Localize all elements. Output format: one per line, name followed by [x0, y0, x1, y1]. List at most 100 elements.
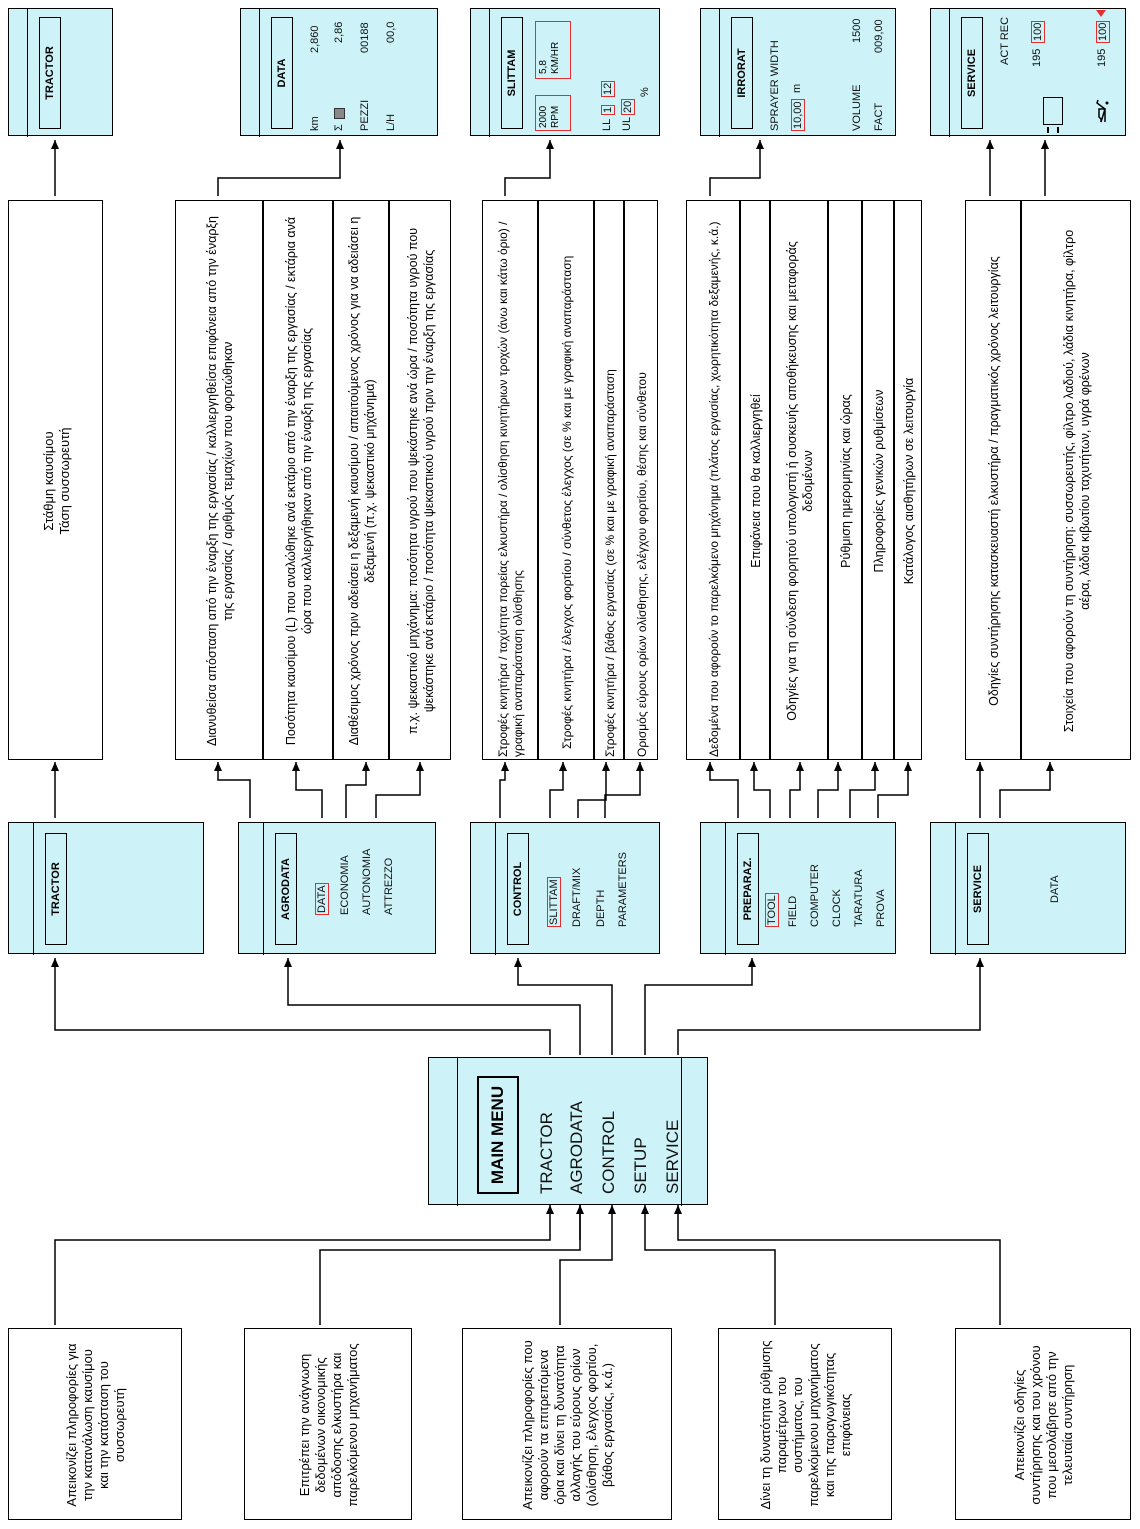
ul-label: UL: [621, 116, 633, 131]
ll-high-value[interactable]: 12: [601, 80, 615, 97]
menu-item-clock[interactable]: CLOCK: [831, 889, 843, 927]
agrodata-info-fuel: Ποσότητα καυσίμου (L) που αναλώθηκε ανά …: [263, 200, 333, 760]
alert-triangle-icon: [1096, 10, 1106, 17]
speed-readout: 5,8 KM/HR: [535, 21, 571, 79]
tractor-screen-title: TRACTOR: [39, 17, 61, 129]
main-menu-item-agrodata[interactable]: AGRODATA: [567, 1101, 586, 1194]
preparaz-submenu-title: PREPARAZ.: [737, 833, 759, 945]
data-row-sigma-label: Σ: [333, 124, 345, 131]
menu-item-draft-mix[interactable]: DRAFT/MIX: [571, 867, 583, 927]
main-menu-screen[interactable]: MAIN MENU TRACTOR AGRODATA CONTROL SETUP…: [428, 1057, 708, 1206]
description-control: Απεικονίζει πληροφορίες που αφορούν τα ε…: [462, 1328, 672, 1520]
area-square-icon: [334, 108, 345, 119]
data-screen: DATA km 2,860 Σ 2,86 PEZZI 00188 L/H 00,…: [240, 8, 438, 137]
tractor-submenu-title: TRACTOR: [45, 833, 67, 945]
menu-item-depth[interactable]: DEPTH: [595, 889, 607, 927]
preparaz-submenu[interactable]: PREPARAZ. TOOL FIELD COMPUTER CLOCK TARA…: [700, 822, 896, 955]
menu-item-tool[interactable]: TOOL: [765, 893, 779, 927]
fact-value: 009,00: [873, 19, 885, 53]
description-setup: Δίνει τη δυνατότητα ρύθμισης παραμέτρων …: [718, 1328, 892, 1520]
slittam-screen-title: SLITTAM: [501, 17, 523, 129]
data-row-pezzi-value: 00188: [359, 22, 371, 53]
sprayer-width-unit: m: [791, 83, 803, 93]
setup-info-computer: Οδηγίες για τη σύνδεση φορητού υπολογιστ…: [770, 200, 828, 760]
service-screen-title: SERVICE: [961, 17, 983, 129]
battery-terminal-minus-icon: [1047, 127, 1049, 133]
setup-info-field: Επιφάνεια που θα καλλιεργηθεί: [740, 200, 770, 760]
data-row-lh-label: L/H: [385, 113, 397, 131]
menu-item-autonomia[interactable]: AUTONOMIA: [361, 848, 373, 915]
menu-item-field[interactable]: FIELD: [787, 895, 799, 927]
agrodata-info-distance: Διανυθείσα απόσταση από την έναρξη της ε…: [175, 200, 263, 760]
control-info-draft: Στροφές κινητήρα / έλεγχος φορτίου / σύν…: [538, 200, 594, 760]
volume-value: 1500: [851, 18, 863, 43]
data-row-lh-value: 00,0: [385, 21, 397, 43]
rpm-readout: 2000 RPM: [535, 95, 571, 131]
setup-info-prova: Κατάλογος αισθητήρων σε λειτουργία: [894, 200, 922, 760]
agrodata-submenu[interactable]: AGRODATA DATA ECONOMIA AUTONOMIA ATTREZZ…: [238, 822, 436, 955]
service-info-manufacturer: Οδηγίες συντήρησης κατασκευαστή ελκυστήρ…: [965, 200, 1021, 760]
service-screen: SERVICE ACT REC 195 100 195 100: [930, 8, 1126, 137]
setup-info-tool: Δεδομένα που αφορούν το παρελκόμενο μηχά…: [686, 200, 740, 760]
act-rec-label: ACT REC: [999, 16, 1011, 65]
agrodata-info-tool: π.χ. ψεκαστικό μηχάνημα: ποσότητα υγρού …: [389, 200, 451, 760]
main-menu-item-tractor[interactable]: TRACTOR: [537, 1112, 556, 1194]
setup-info-clock: Ρύθμιση ημερομηνίας και ώρας: [828, 200, 862, 760]
description-agrodata: Επιτρέπει την ανάγνωση δεδομένων οικονομ…: [244, 1328, 412, 1520]
menu-item-parameters[interactable]: PARAMETERS: [617, 852, 629, 927]
battery-terminal-plus-icon: [1057, 127, 1059, 133]
description-service: Απεικονίζει οδηγίες συντήρησης και του χ…: [955, 1328, 1131, 1520]
ul-value[interactable]: 20: [621, 98, 635, 115]
tractor-screen: TRACTOR: [8, 8, 113, 137]
sprayer-width-value[interactable]: 10,00: [791, 99, 805, 131]
tractor-info-text: Στάθμη καυσίμου Τάση συσσωρευτή: [40, 427, 72, 535]
data-row-pezzi-label: PEZZI: [359, 99, 371, 131]
ll-label: LL: [601, 118, 613, 131]
control-submenu[interactable]: CONTROL SLITTAM DRAFT/MIX DEPTH PARAMETE…: [470, 822, 660, 955]
connector-lines: [51, 140, 1054, 1325]
menu-item-service-data[interactable]: DATA: [1049, 875, 1061, 903]
data-row-km-label: km: [309, 116, 321, 131]
agrodata-submenu-title: AGRODATA: [275, 833, 297, 945]
menu-item-attrezzo[interactable]: ATTREZZO: [383, 857, 395, 915]
service-info-maintenance: Στοιχεία που αφορούν τη συντήρηση: συσσω…: [1021, 200, 1131, 760]
menu-item-taratura[interactable]: TARATURA: [853, 869, 865, 927]
irrorat-screen: IRRORAT SPRAYER WIDTH 10,00 m VOLUME 150…: [700, 8, 896, 137]
data-screen-title: DATA: [271, 17, 293, 129]
percent-label: %: [639, 87, 651, 97]
slittam-screen: SLITTAM 2000 RPM 5,8 KM/HR LL 1 12 % UL …: [470, 8, 660, 137]
menu-item-data[interactable]: DATA: [315, 883, 329, 915]
menu-item-slittam[interactable]: SLITTAM: [547, 877, 561, 927]
setup-info-taratura: Πληροφορίες γενικών ρυθμίσεων: [862, 200, 894, 760]
menu-item-prova[interactable]: PROVA: [875, 889, 887, 927]
main-menu-item-setup[interactable]: SETUP: [631, 1137, 650, 1194]
tractor-info-box: Στάθμη καυσίμου Τάση συσσωρευτή: [8, 200, 103, 760]
tractor-submenu[interactable]: TRACTOR: [8, 822, 204, 955]
control-submenu-title: CONTROL: [507, 833, 529, 945]
service-submenu-title: SERVICE: [967, 833, 989, 945]
control-info-slip: Στροφές κινητήρα / ταχύτητα πορείας ελκυ…: [482, 200, 538, 760]
menu-item-computer[interactable]: COMPUTER: [809, 864, 821, 927]
agrodata-info-autonomy: Διαθέσιμος χρόνος πριν αδειάσει η δεξαμε…: [333, 200, 389, 760]
description-tractor: Απεικονίζει πληροφορίες για την κατανάλω…: [8, 1328, 182, 1520]
data-row-km-value: 2,860: [309, 25, 321, 53]
menu-item-economia[interactable]: ECONOMIA: [339, 855, 351, 915]
irrorat-screen-title: IRRORAT: [731, 17, 753, 129]
sprayer-width-label: SPRAYER WIDTH: [769, 40, 781, 131]
volume-label: VOLUME: [851, 84, 863, 131]
ll-low-value[interactable]: 1: [601, 104, 615, 115]
control-info-depth: Στροφές κινητήρα / βάθος εργασίας (σε % …: [594, 200, 624, 760]
service-row1-value: 195: [1031, 48, 1043, 67]
main-menu-item-service[interactable]: SERVICE: [663, 1119, 682, 1194]
main-menu-item-control[interactable]: CONTROL: [599, 1110, 618, 1194]
battery-icon: [1043, 97, 1063, 125]
service-row2-box[interactable]: 100: [1096, 20, 1110, 43]
service-row2-value: 195: [1096, 48, 1108, 67]
oil-can-icon: [1087, 99, 1113, 125]
data-row-sigma-value: 2,86: [333, 21, 345, 43]
service-row1-box[interactable]: 100: [1031, 20, 1045, 43]
service-submenu[interactable]: SERVICE DATA: [930, 822, 1126, 955]
control-info-params: Ορισμός εύρους ορίων ολίσθησης, ελέγχου …: [624, 200, 658, 760]
fact-label: FACT: [873, 102, 885, 131]
